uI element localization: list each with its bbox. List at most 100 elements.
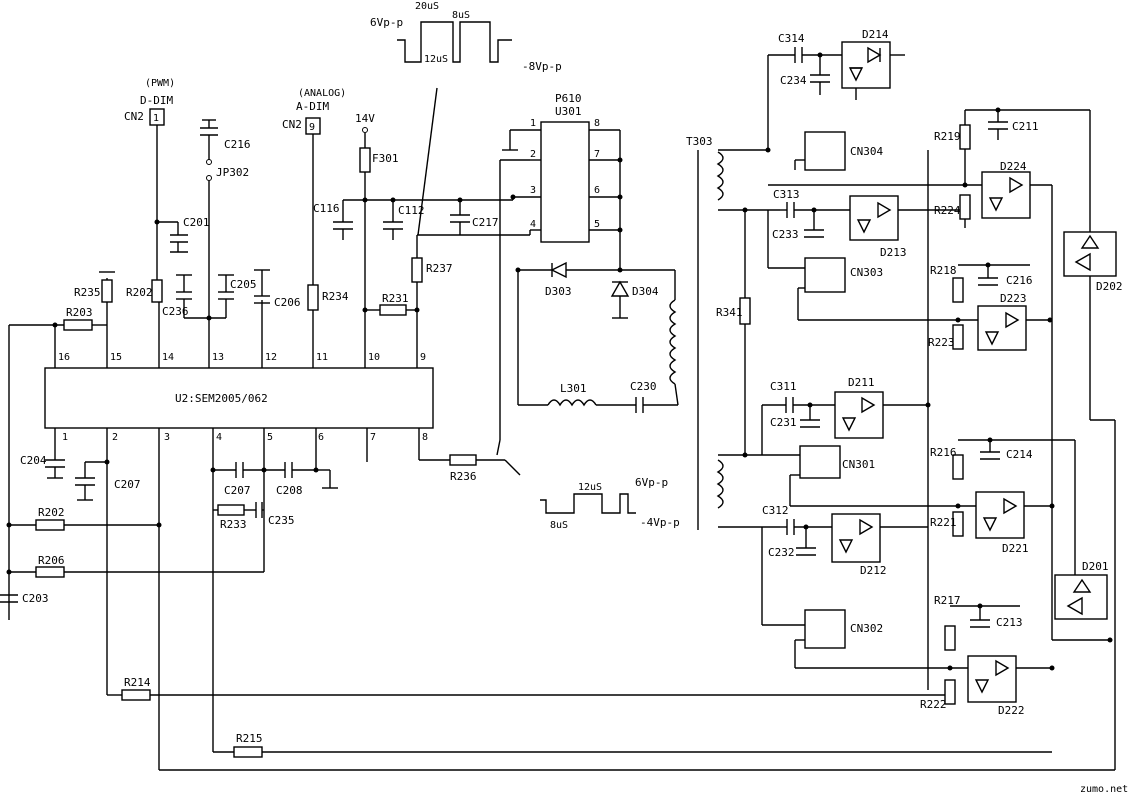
- waveform_top-amp_pos-label: 6Vp-p: [370, 16, 403, 29]
- capacitors-c231-label: C231: [770, 416, 797, 429]
- capacitors-c201-label: C201: [183, 216, 210, 229]
- capacitors-c233-label: C233: [772, 228, 799, 241]
- capacitors-c208-label: C208: [276, 484, 303, 497]
- misc-cn301-label: CN301: [842, 458, 875, 471]
- ic_u301-label2-label: U301: [555, 105, 582, 118]
- ic_u301-pins-7-label: 5: [594, 219, 600, 230]
- capacitors-c236-label: C236: [162, 305, 189, 318]
- connectors-cn2_analog-label: CN2: [282, 118, 302, 131]
- waveform_bottom-t2-label: 8uS: [550, 520, 568, 531]
- u2-pin-8: 8: [422, 432, 428, 443]
- waveform_bottom-t1-label: 12uS: [578, 482, 602, 493]
- misc-cn304-label: CN304: [850, 145, 883, 158]
- ic_u301-pins-3-label: 4: [530, 219, 536, 230]
- diodes-d223-label: D223: [1000, 292, 1027, 305]
- u2-pin-9: 9: [420, 352, 426, 363]
- resistors-r222-label: R222: [920, 698, 947, 711]
- resistors-r237-label: R237: [426, 262, 453, 275]
- capacitors-c206-label: C206: [274, 296, 301, 309]
- resistors-r233-label: R233: [220, 518, 247, 531]
- capacitors-c235-label: C235: [268, 514, 295, 527]
- capacitors-c311-label: C311: [770, 380, 797, 393]
- capacitors-c234-label: C234: [780, 74, 807, 87]
- resistors-r218-label: R218: [930, 264, 957, 277]
- resistors-r224-label: R224: [934, 204, 961, 217]
- capacitors-c232-label: C232: [768, 546, 795, 559]
- capacitors-c214-label: C214: [1006, 448, 1033, 461]
- u2-pin-4: 4: [216, 432, 222, 443]
- watermark: zumo.net: [1080, 784, 1128, 795]
- diodes-d214-label: D214: [862, 28, 889, 41]
- resistors-r214-label: R214: [124, 676, 151, 689]
- connectors-jp302-label: JP302: [216, 166, 249, 179]
- waveform_top-t2-label: 8uS: [452, 10, 470, 21]
- ic-u2-label: U2:SEM2005/062: [175, 392, 268, 405]
- ic_u301-pins-0-label: 1: [530, 118, 536, 129]
- diodes-d303-label: D303: [545, 285, 572, 298]
- waveform-top: 6Vp-p 20uS 8uS 12uS -8Vp-p: [370, 1, 562, 73]
- ic_u301-pins-6-label: 6: [594, 185, 600, 196]
- ic_u301-pins-5-label: 7: [594, 149, 600, 160]
- diodes-d202-label: D202: [1096, 280, 1123, 293]
- capacitors-c207b-label: C207: [224, 484, 251, 497]
- connectors-adim-label: A-DIM: [296, 100, 329, 113]
- connectors-cn2_analog_pin-label: 9: [309, 122, 315, 133]
- resistors-r219-label: R219: [934, 130, 961, 143]
- u2-pin-13: 13: [212, 352, 224, 363]
- waveform_bottom-amp_neg-label: -4Vp-p: [640, 516, 680, 529]
- capacitors-c230-label: C230: [630, 380, 657, 393]
- resistors-r217-label: R217: [934, 594, 961, 607]
- waveform_top-amp_neg-label: -8Vp-p: [522, 60, 562, 73]
- resistors-r223-label: R223: [928, 336, 955, 349]
- capacitors-c217-label: C217: [472, 216, 499, 229]
- capacitors-c204-label: C204: [20, 454, 47, 467]
- waveform_bottom-amp_pos-label: 6Vp-p: [635, 476, 668, 489]
- resistors-r236-label: R236: [450, 470, 477, 483]
- waveform_top-t1-label: 20uS: [415, 1, 439, 12]
- u2-pin-2: 2: [112, 432, 118, 443]
- connectors-cn2_pwm_pin-label: 1: [153, 113, 159, 124]
- u2-pin-1: 1: [62, 432, 68, 443]
- capacitors-c112-label: C112: [398, 204, 425, 217]
- resistors-r203-label: R203: [66, 306, 93, 319]
- capacitors-c313-label: C313: [773, 188, 800, 201]
- diodes-d211-label: D211: [848, 376, 875, 389]
- capacitors-c312-label: C312: [762, 504, 789, 517]
- pwm-tag: (PWM): [145, 78, 175, 89]
- resistors-r202a-label: R202: [126, 286, 153, 299]
- misc-cn302-label: CN302: [850, 622, 883, 635]
- transformer-t303: T303 R341: [686, 55, 780, 530]
- r202-top: [151, 279, 163, 303]
- connectors-analog_tag-label: (ANALOG): [298, 88, 346, 99]
- capacitors-c216b-label: C216: [1006, 274, 1033, 287]
- resistors-r234-label: R234: [322, 290, 349, 303]
- misc-t303-label: T303: [686, 135, 713, 148]
- diodes-d221-label: D221: [1002, 542, 1029, 555]
- u2-pin-14: 14: [162, 352, 174, 363]
- resistors-r206-label: R206: [38, 554, 65, 567]
- waveform-bottom: 12uS 6Vp-p 8uS -4Vp-p: [540, 476, 680, 531]
- u2-pin-16: 16: [58, 352, 70, 363]
- ic_u301-pins-4-label: 8: [594, 118, 600, 129]
- resistors-r202b-label: R202: [38, 506, 65, 519]
- diodes-d213-label: D213: [880, 246, 907, 259]
- capacitors-c205-label: C205: [230, 278, 257, 291]
- capacitors-c116-label: C116: [313, 202, 340, 215]
- misc-cn303-label: CN303: [850, 266, 883, 279]
- ic_u301-pins-1-label: 2: [530, 149, 536, 160]
- waveform_top-t3-label: 12uS: [424, 54, 448, 65]
- diodes-d304-label: D304: [632, 285, 659, 298]
- d-dim-label: D-DIM: [140, 94, 173, 107]
- misc-f301-label: F301: [372, 152, 399, 165]
- ic_u301-label1-label: P610: [555, 92, 582, 105]
- diodes-d201-label: D201: [1082, 560, 1109, 573]
- resistors-r215-label: R215: [236, 732, 263, 745]
- cn2-pwm-label: CN2: [124, 110, 144, 123]
- diodes-d224-label: D224: [1000, 160, 1027, 173]
- ic_u301-pins-2-label: 3: [530, 185, 536, 196]
- u2-pin-7: 7: [370, 432, 376, 443]
- u2-pin-10: 10: [368, 352, 380, 363]
- u2-pin-11: 11: [316, 352, 328, 363]
- capacitors-c211-label: C211: [1012, 120, 1039, 133]
